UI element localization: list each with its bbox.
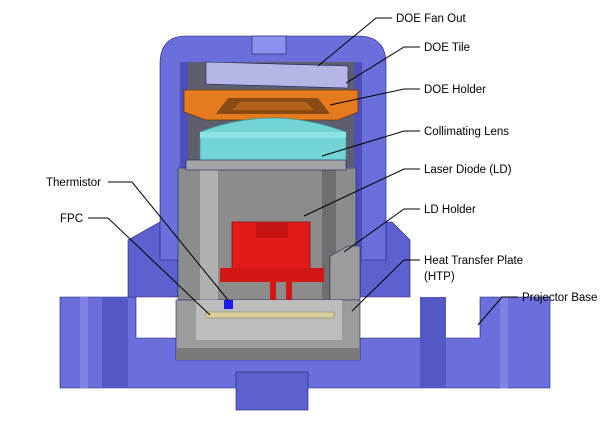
- heat-transfer-plate-pocket: [196, 300, 342, 340]
- label-doe-tile: DOE Tile: [424, 42, 470, 54]
- leader-thermistor: [108, 181, 229, 301]
- thermistor-component: [224, 300, 233, 309]
- projector-base-shade-right: [420, 297, 446, 388]
- leader-doe-holder: [329, 88, 420, 106]
- doe-tile-body: [205, 61, 349, 89]
- projector-base-highlight-left: [80, 297, 88, 388]
- label-ld-holder: LD Holder: [424, 204, 476, 216]
- projector-base-highlight-right: [500, 297, 508, 388]
- leader-ld-holder: [343, 208, 420, 253]
- leader-projector-base: [477, 296, 518, 326]
- projector-base-shade-left: [102, 297, 128, 388]
- label-heat-transfer-plate-line2: (HTP): [424, 271, 455, 283]
- doe-holder: [183, 89, 359, 121]
- collimating-lens-rim: [200, 132, 346, 138]
- laser-diode-pin-2: [286, 282, 292, 316]
- laser-diode: [220, 221, 324, 316]
- ld-holder-step: [329, 245, 361, 301]
- leader-fpc: [88, 217, 211, 316]
- collimating-lens: [199, 117, 347, 169]
- label-thermistor: Thermistor: [46, 177, 101, 189]
- labels: DOE Fan Out DOE Tile DOE Holder Collimat…: [46, 13, 597, 304]
- label-fpc: FPC: [60, 213, 83, 225]
- tower-inner-right-rim: [354, 62, 362, 262]
- label-doe-fan-out: DOE Fan Out: [396, 13, 466, 25]
- leader-lines: [88, 17, 518, 326]
- label-projector-base: Projector Base: [522, 292, 597, 304]
- leader-heat-transfer-plate: [351, 259, 420, 312]
- laser-diode-flange: [220, 268, 324, 282]
- doe-holder-ridge: [232, 102, 314, 110]
- leader-doe-fan-out: [317, 17, 392, 67]
- ld-holder-highlight: [200, 168, 218, 300]
- laser-diode-window: [256, 222, 288, 238]
- projector-base-top-notch: [251, 35, 287, 55]
- ld-holder-top-ring: [185, 159, 347, 171]
- tower-inner-left-rim: [180, 62, 188, 262]
- leader-collimating-lens: [321, 130, 420, 157]
- label-heat-transfer-plate-line1: Heat Transfer Plate: [424, 255, 523, 267]
- laser-diode-pin-1: [270, 282, 276, 316]
- leader-laser-diode: [303, 168, 420, 217]
- projector-base-foot: [235, 371, 309, 411]
- heat-transfer-plate-base-shade: [176, 348, 360, 360]
- leader-doe-tile: [345, 46, 420, 84]
- label-collimating-lens: Collimating Lens: [424, 126, 509, 138]
- fpc-strip: [205, 311, 335, 319]
- label-doe-holder: DOE Holder: [424, 84, 486, 96]
- label-laser-diode: Laser Diode (LD): [424, 164, 512, 176]
- doe-tile: [205, 61, 349, 89]
